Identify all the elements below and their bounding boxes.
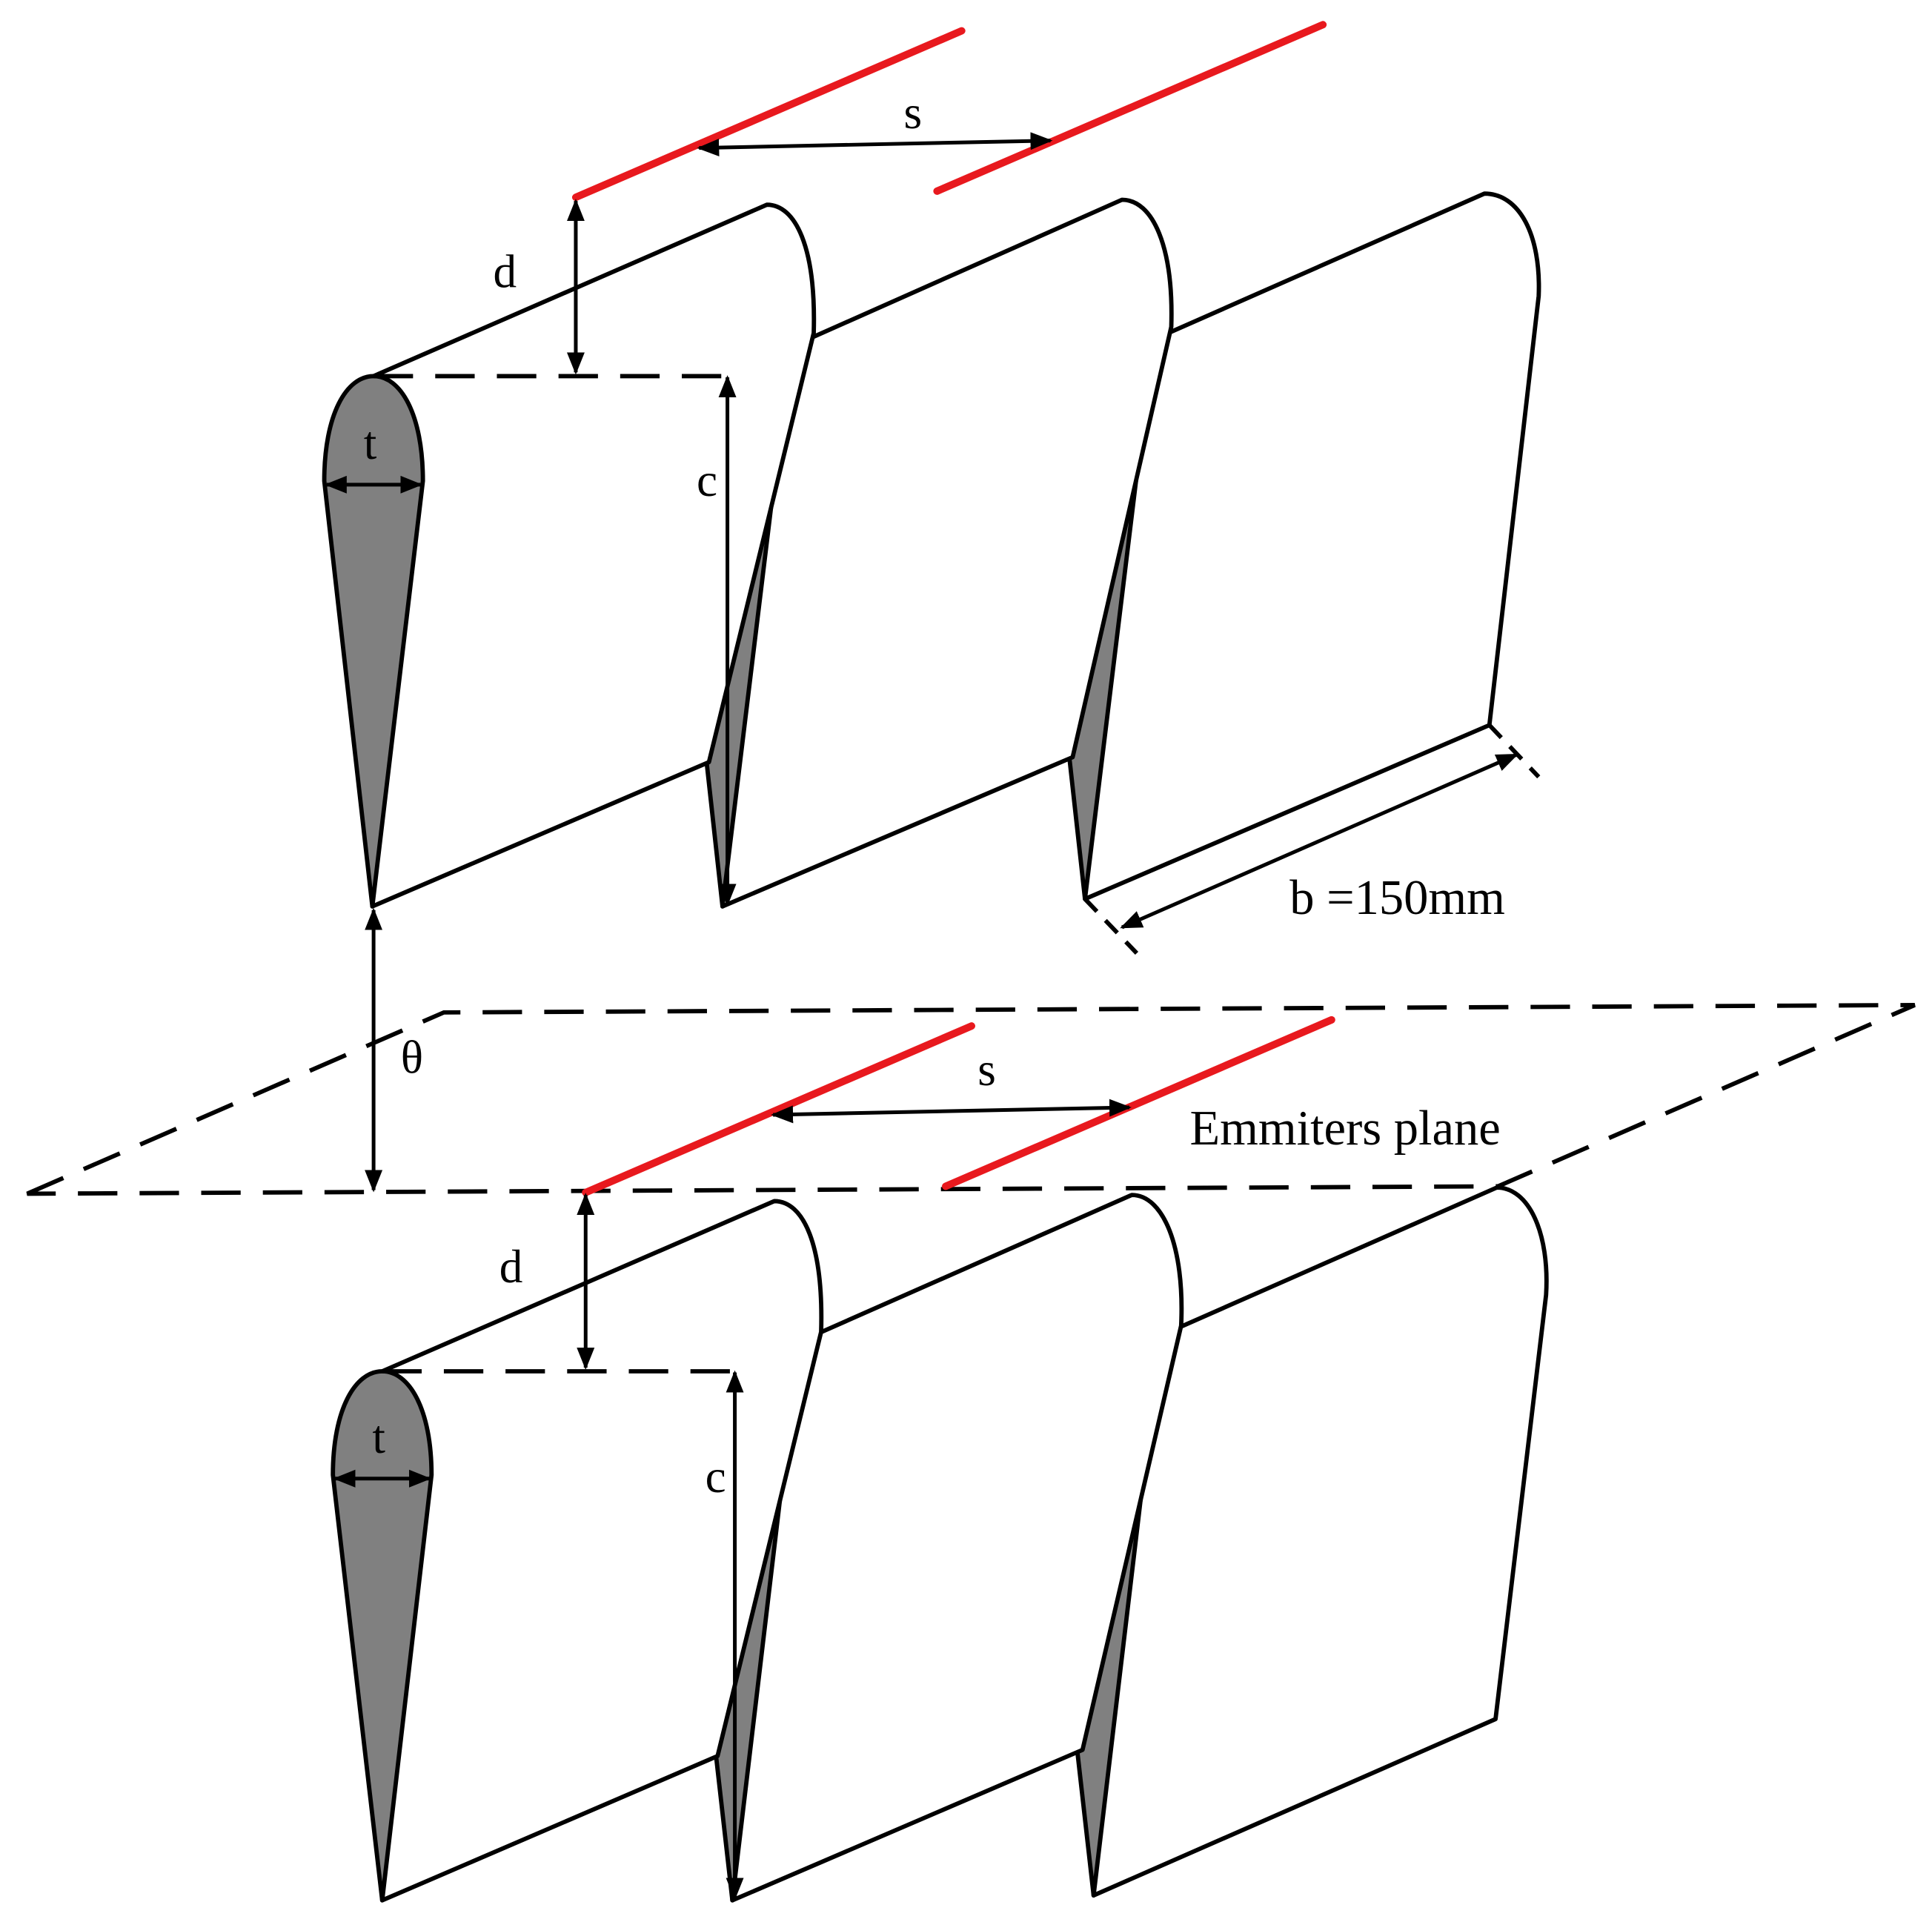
top-emitter-wire-1 xyxy=(571,27,966,202)
top-collector-1 xyxy=(322,202,817,909)
top-gap-label: d xyxy=(493,246,517,298)
bottom-thickness-label: t xyxy=(372,1411,385,1463)
span-extension-line-2 xyxy=(1083,897,1139,955)
bottom-spacing-arrow xyxy=(771,1099,1132,1124)
top-spacing-arrow xyxy=(697,132,1053,157)
top-spacing-label: s xyxy=(903,87,922,139)
bottom-chord-label: c xyxy=(706,1451,726,1502)
top-emitter-wire-2 xyxy=(933,21,1327,195)
span-arrow xyxy=(1120,752,1519,930)
bottom-array: s d t c xyxy=(331,1015,1549,1903)
bottom-gap-label: d xyxy=(499,1241,523,1293)
bottom-emitter-wire-1 xyxy=(582,1022,975,1196)
plane-label: Emmiters plane xyxy=(1189,1101,1500,1156)
span-label: b =150mm xyxy=(1289,871,1505,925)
emitters-plane: θ Emmiters plane xyxy=(26,907,1916,1196)
angle-label: θ xyxy=(401,1031,423,1083)
bottom-emitter-wire-2 xyxy=(942,1015,1335,1190)
top-thickness-label: t xyxy=(364,417,377,469)
top-array: s d t c b =150mm xyxy=(322,21,1541,955)
bottom-spacing-label: s xyxy=(977,1044,996,1096)
span-extension-line-1 xyxy=(1487,723,1541,779)
bottom-collector-1 xyxy=(331,1199,824,1903)
top-chord-label: c xyxy=(697,454,717,506)
